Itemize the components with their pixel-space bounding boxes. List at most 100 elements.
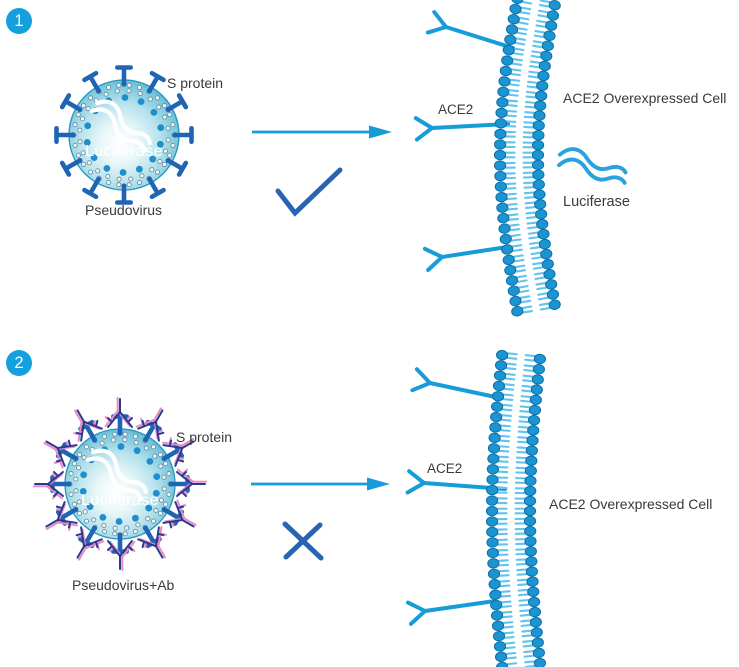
virus-luciferase-label: Luciferase — [85, 143, 163, 160]
antibody-icon — [45, 501, 78, 531]
membrane-row — [507, 13, 558, 31]
membrane-row — [511, 0, 561, 11]
membrane-row — [499, 65, 550, 82]
membrane-row — [486, 474, 537, 487]
diagram-art-layer — [33, 0, 628, 667]
membrane-row — [488, 432, 539, 446]
ace2-receptor-graphic — [413, 116, 510, 142]
membrane-row — [511, 299, 561, 317]
s-protein-spike-icon — [165, 157, 189, 177]
membrane-row — [491, 617, 542, 631]
pseudovirus-ab-label: Pseudovirus+Ab — [72, 577, 175, 593]
membrane-row — [498, 76, 549, 92]
membrane-row — [497, 86, 548, 101]
membrane-row — [495, 107, 546, 121]
membrane-row — [499, 228, 550, 245]
membrane-row — [496, 97, 547, 111]
membrane-row — [490, 596, 541, 611]
membrane-row — [494, 128, 545, 141]
membrane-row — [489, 422, 540, 436]
membrane-row — [488, 576, 539, 590]
cell-label: ACE2 Overexpressed Cell — [549, 496, 713, 512]
membrane-row — [495, 189, 546, 203]
membrane-row — [504, 258, 554, 276]
s-protein-spike-icon — [59, 157, 83, 177]
s-protein-spike-icon — [115, 183, 133, 205]
membrane-row — [486, 525, 537, 538]
membrane-row — [494, 169, 545, 182]
pseudovirus-with-antibody-graphic — [33, 397, 207, 571]
membrane-row — [492, 380, 543, 395]
reaction-arrow — [252, 125, 392, 139]
membrane-row — [493, 139, 545, 151]
ace2-receptor-graphic — [410, 367, 502, 400]
membrane-row — [494, 179, 545, 192]
ace2-receptor-label: ACE2 — [427, 461, 463, 476]
cross-icon — [282, 521, 324, 561]
cell-membrane-graphic — [493, 0, 561, 317]
ace2-receptor-graphic — [405, 599, 497, 626]
ace2-receptor-graphic — [425, 10, 515, 50]
cell-membrane-graphic — [485, 349, 547, 667]
membrane-row — [494, 118, 545, 131]
antibody-icon — [162, 499, 197, 529]
s-protein-spike-icon — [59, 93, 83, 113]
membrane-row — [494, 360, 545, 375]
membrane-row — [507, 279, 558, 297]
membrane-row — [498, 218, 549, 234]
antibody-icon — [33, 471, 64, 500]
membrane-row — [502, 248, 553, 266]
membrane-row — [496, 657, 547, 667]
membrane-row — [490, 411, 541, 426]
membrane-row — [505, 269, 556, 286]
membrane-row — [502, 44, 553, 62]
antibody-icon — [75, 526, 105, 561]
membrane-row — [509, 289, 560, 307]
antibody-icon — [73, 409, 103, 442]
membrane-row — [493, 637, 544, 652]
s-protein-spike-icon — [165, 93, 189, 113]
membrane-row — [493, 149, 545, 161]
antibody-icon — [43, 439, 78, 469]
membrane-row — [486, 536, 537, 548]
membrane-row — [490, 606, 542, 621]
membrane-row — [504, 34, 554, 52]
ace2-receptor-label: ACE2 — [438, 102, 474, 117]
reaction-arrow — [251, 477, 390, 491]
luciferase-protein-squiggle — [557, 147, 628, 185]
s-protein-spike-icon — [172, 126, 194, 144]
membrane-row — [497, 209, 548, 224]
membrane-row — [486, 546, 537, 559]
s-protein-spike-icon — [54, 126, 76, 144]
pseudovirus-graphic — [54, 65, 194, 205]
membrane-row — [493, 159, 545, 171]
membrane-row — [496, 349, 546, 365]
cell-label: ACE2 Overexpressed Cell — [563, 90, 727, 106]
virus-luciferase-label: Luciferase — [81, 492, 159, 509]
s-protein-spike-icon — [82, 176, 102, 200]
s-protein-spike-icon — [146, 70, 166, 94]
s-protein-spike-icon — [82, 70, 102, 94]
antibody-icon — [107, 540, 136, 571]
step-1-badge: 1 — [6, 8, 32, 34]
membrane-row — [493, 370, 544, 385]
antibody-icon — [176, 468, 207, 497]
checkmark-icon — [275, 167, 343, 217]
membrane-row — [496, 199, 547, 213]
membrane-row — [492, 627, 543, 642]
step-2-badge: 2 — [6, 350, 32, 376]
membrane-row — [501, 55, 551, 72]
membrane-row — [494, 647, 545, 662]
membrane-row — [489, 586, 540, 600]
membrane-row — [487, 566, 538, 580]
membrane-row — [491, 391, 542, 406]
ace2-receptor-graphic — [422, 245, 509, 272]
membrane-row — [487, 556, 538, 569]
membrane-row — [501, 238, 551, 255]
rna-squiggle — [85, 448, 148, 502]
s-protein-label: S protein — [176, 429, 233, 445]
s-protein-spike-icon — [115, 65, 133, 87]
membrane-row — [509, 3, 560, 21]
